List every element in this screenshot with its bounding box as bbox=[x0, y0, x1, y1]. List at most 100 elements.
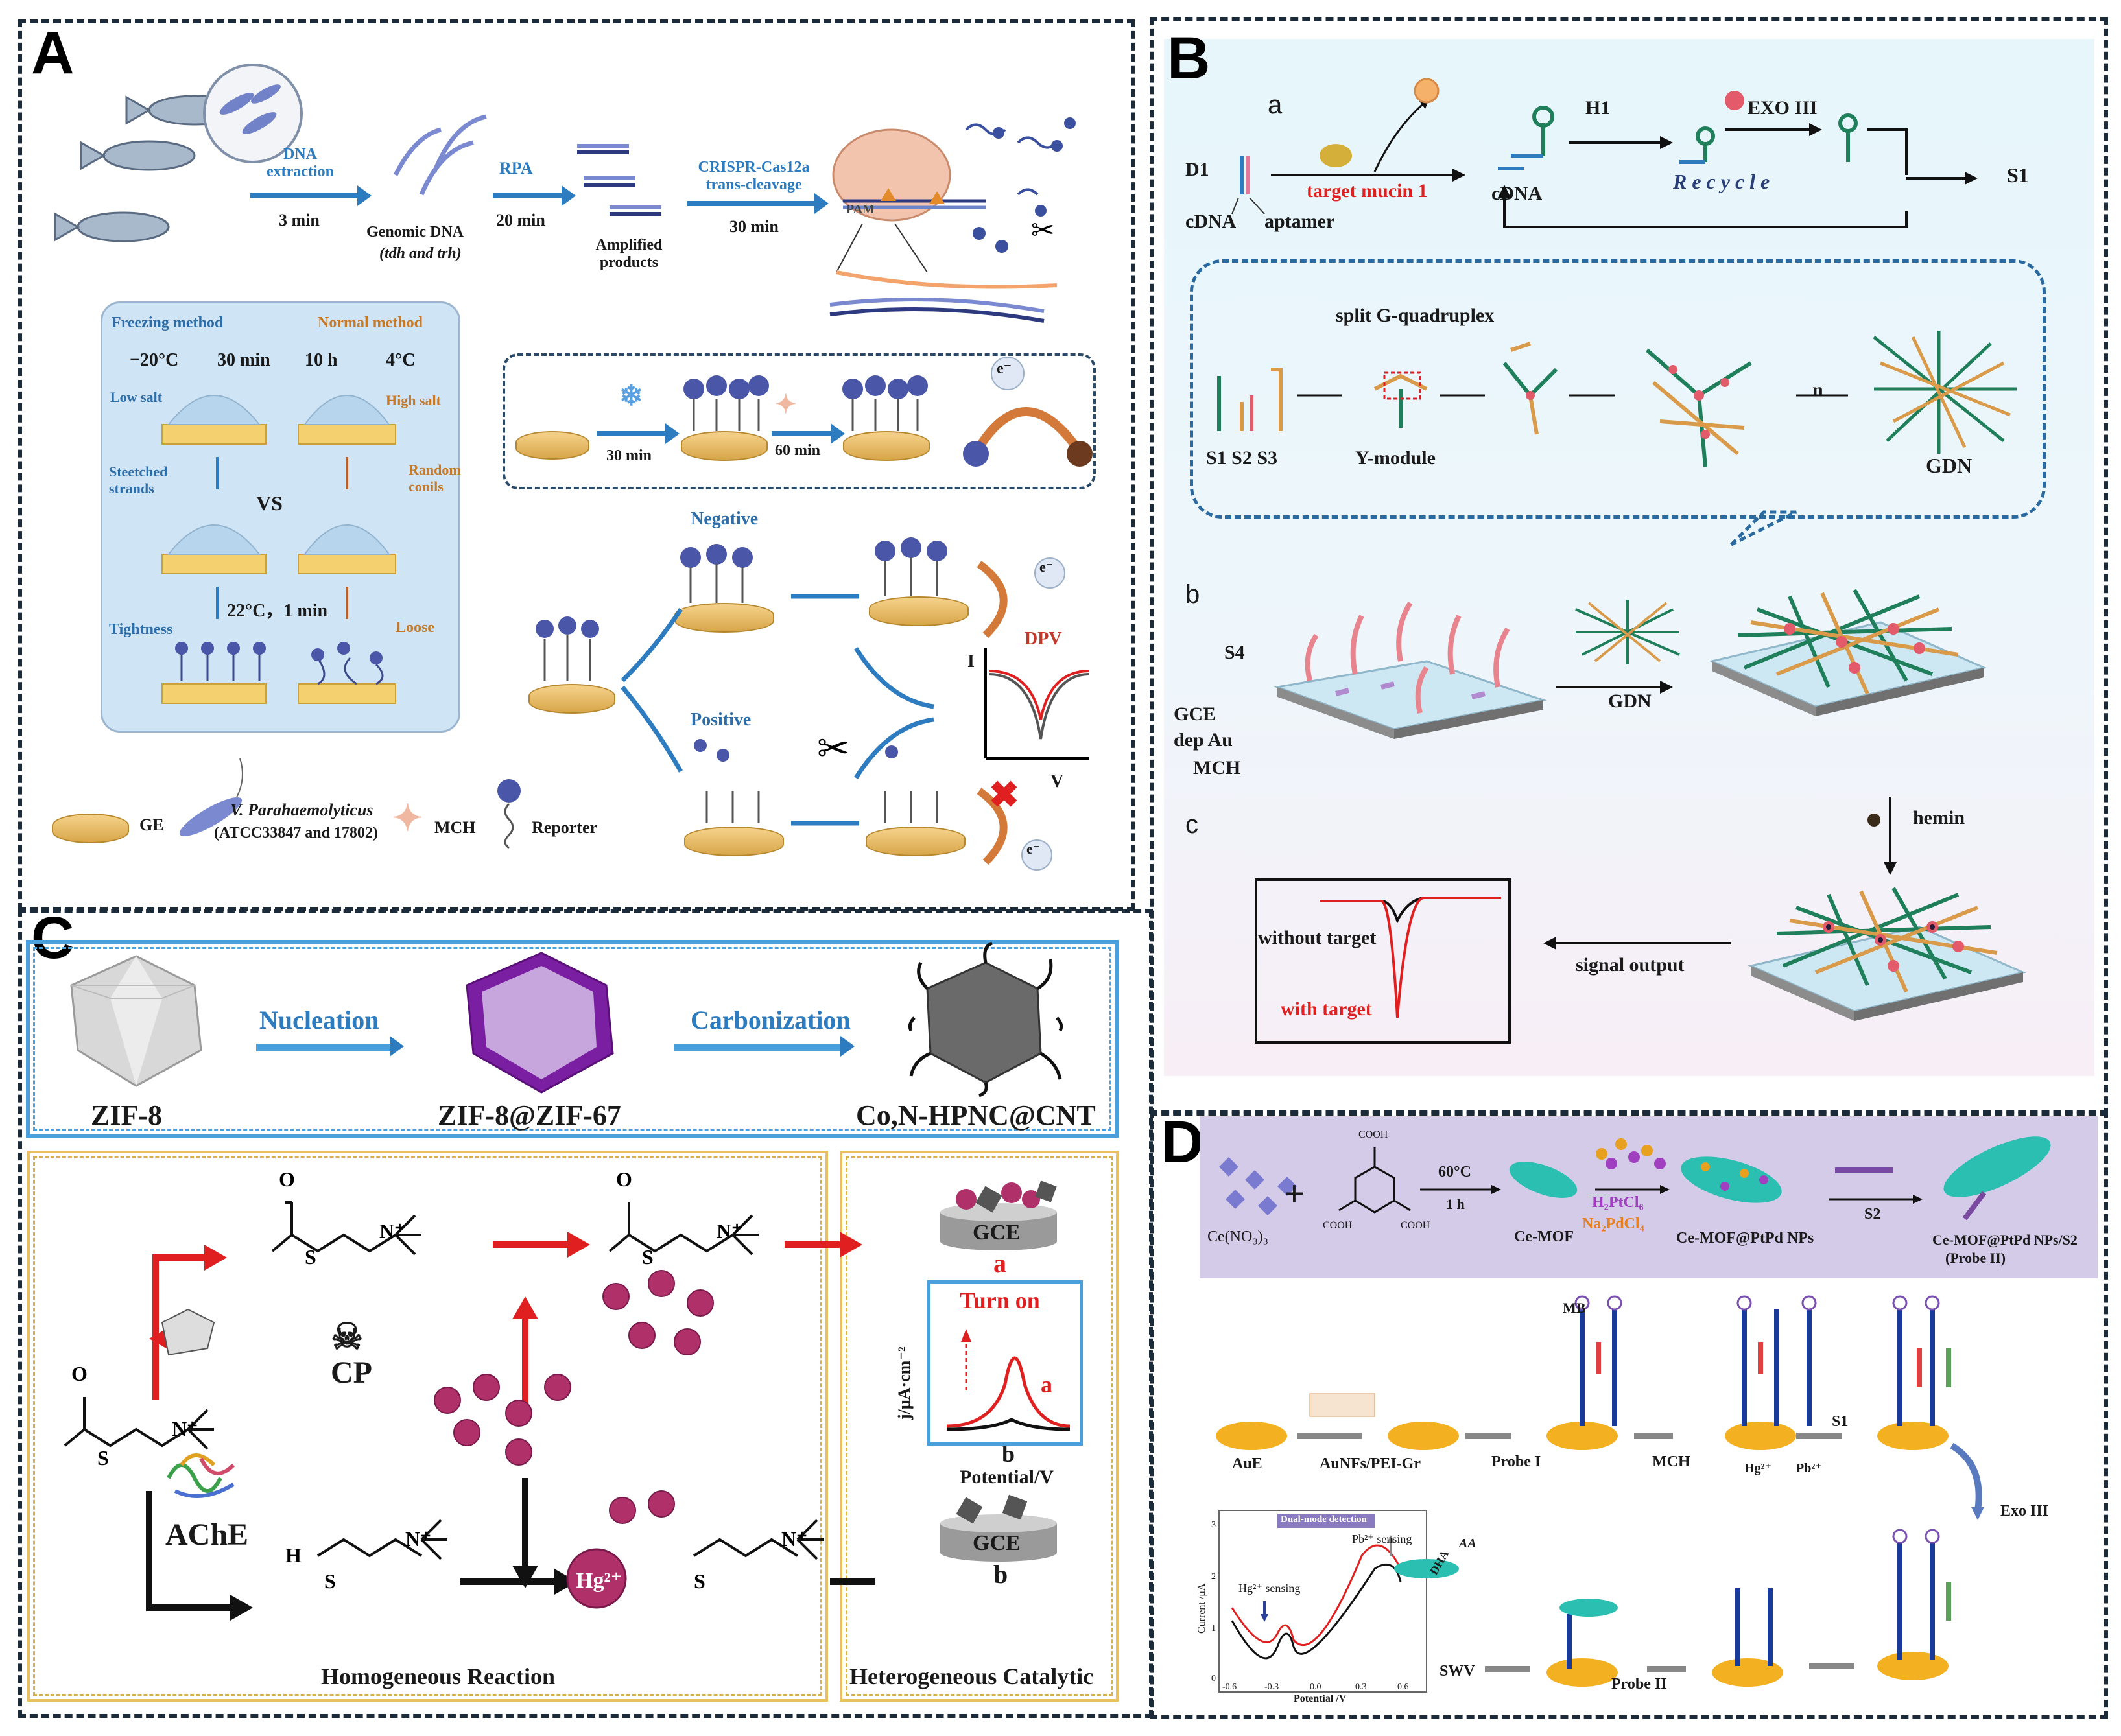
d-hg-sens: Hg²⁺ sensing bbox=[1238, 1582, 1301, 1595]
c-hg-big: Hg²⁺ bbox=[576, 1569, 622, 1593]
b-depau: dep Au bbox=[1174, 729, 1233, 751]
c-label-b: b bbox=[993, 1560, 1008, 1589]
a-axis-v: V bbox=[1050, 771, 1064, 792]
svg-text:S: S bbox=[642, 1245, 654, 1269]
a-neg-e-circle bbox=[1034, 557, 1065, 589]
b-ymodule: Y-module bbox=[1355, 447, 1436, 469]
b-h1: H1 bbox=[1585, 97, 1611, 119]
arrow-rpa bbox=[493, 185, 576, 206]
d-synthesis-graphics bbox=[1219, 1136, 2051, 1221]
svg-text:N⁺: N⁺ bbox=[405, 1527, 431, 1551]
c-heterogeneous-box bbox=[840, 1151, 1119, 1702]
a-time3: 30 min bbox=[729, 217, 779, 236]
c-zif8: ZIF-8 bbox=[91, 1099, 162, 1131]
a-det-electrode-pos2 bbox=[866, 827, 966, 856]
b-assembly-box bbox=[1190, 259, 2046, 519]
snowflake-icon: ❄ bbox=[619, 380, 643, 412]
b-s4: S4 bbox=[1224, 642, 1245, 663]
c-gce-a: GCE bbox=[973, 1221, 1021, 1245]
legend-bacteria-icon bbox=[179, 758, 243, 837]
a-pos-e: e⁻ bbox=[1026, 841, 1041, 857]
arrow-crispr bbox=[687, 193, 829, 214]
a-step2-label: RPA bbox=[499, 159, 533, 178]
a-step3-label: CRISPR-Cas12a trans-cleavage bbox=[698, 159, 810, 193]
legend-ge-icon bbox=[52, 814, 129, 843]
a-tightness: Tightness bbox=[109, 621, 173, 638]
d-s2: S2 bbox=[1864, 1206, 1881, 1223]
d-aa: AA bbox=[1459, 1536, 1476, 1551]
c-curve-b: b bbox=[1002, 1441, 1015, 1467]
b-hemin-arrow bbox=[1867, 797, 1897, 875]
c-reaction-scheme: OSN⁺OSN⁺OSN⁺HSN⁺SN⁺ bbox=[64, 1167, 875, 1621]
a-condition: 22°C，1 min bbox=[227, 601, 328, 621]
d-cemof: Ce-MOF bbox=[1514, 1228, 1574, 1245]
a-legend-reporter: Reporter bbox=[532, 818, 598, 837]
d-ptpd: Ce-MOF@PtPd NPs bbox=[1676, 1230, 1814, 1247]
amplified-products-illustration bbox=[577, 144, 661, 216]
a-genomic-label: Genomic DNA bbox=[366, 224, 464, 240]
a-normal-label: Normal method bbox=[318, 314, 423, 331]
a-high-salt: High salt bbox=[386, 392, 441, 408]
a-neg-e: e⁻ bbox=[1039, 559, 1054, 575]
b-gdn2: GDN bbox=[1608, 690, 1652, 712]
d-plus: + bbox=[1284, 1174, 1305, 1214]
svg-text:H: H bbox=[285, 1543, 302, 1567]
d-synthesis-band bbox=[1200, 1116, 2098, 1278]
b-hemin: hemin bbox=[1913, 807, 1965, 828]
d-cooh-right: COOH bbox=[1401, 1220, 1430, 1231]
a-legend-mch: MCH bbox=[434, 818, 476, 837]
arrow-dna-extraction bbox=[250, 185, 372, 206]
a-time1: 3 min bbox=[279, 211, 320, 229]
a-temp-normal: 4°C bbox=[386, 350, 416, 370]
a-fab-time2: 60 min bbox=[775, 442, 821, 459]
d-swv: SWV bbox=[1440, 1663, 1475, 1680]
c-heterogeneous: Heterogeneous Catalytic bbox=[849, 1663, 1094, 1689]
b-signal-chart-box bbox=[1255, 878, 1511, 1044]
a-methods-box bbox=[101, 301, 460, 733]
svg-text:S: S bbox=[97, 1446, 109, 1470]
svg-text:S: S bbox=[694, 1569, 705, 1593]
b-recycle-diagram bbox=[1498, 91, 1978, 228]
d-cooh-left: COOH bbox=[1323, 1220, 1353, 1231]
c-carbonization: Carbonization bbox=[691, 1005, 851, 1035]
a-fab-electrode-2 bbox=[681, 431, 768, 461]
c-homogeneous-box bbox=[27, 1151, 828, 1702]
b-gdn-small bbox=[1575, 600, 1680, 664]
d-xtick-4: 0.6 bbox=[1397, 1682, 1409, 1692]
a-legend-ge: GE bbox=[139, 815, 164, 834]
svg-text:S: S bbox=[305, 1245, 316, 1269]
c-turn-on-chart bbox=[946, 1329, 1071, 1431]
a-legend-vp-sub: (ATCC33847 and 17802) bbox=[214, 825, 378, 841]
b-s123: S1 S2 S3 bbox=[1206, 447, 1278, 469]
c-curve-a: a bbox=[1041, 1372, 1052, 1398]
b-signal: signal output bbox=[1576, 954, 1685, 976]
d-ce: Ce(NO₃)₃ bbox=[1207, 1228, 1269, 1245]
c-nucleation-arrow bbox=[256, 1036, 404, 1057]
b-cdna2: cDNA bbox=[1491, 183, 1543, 204]
a-pos-e-circle bbox=[1021, 839, 1052, 871]
c-cp: CP bbox=[331, 1355, 372, 1390]
d-ytick-1: 1 bbox=[1211, 1624, 1216, 1634]
b-gdn-assembly bbox=[1217, 331, 2017, 467]
a-genomic-sub: (tdh and trh) bbox=[379, 245, 462, 262]
a-random: Random conils bbox=[409, 462, 461, 495]
d-mb: MB bbox=[1563, 1300, 1586, 1316]
d-xtick-3: 0.3 bbox=[1355, 1682, 1367, 1692]
zif8-crystal bbox=[70, 955, 202, 1087]
a-time-normal: 10 h bbox=[305, 350, 338, 370]
d-xtick-0: -0.6 bbox=[1222, 1682, 1237, 1692]
legend-mch-icon: ✦ bbox=[392, 799, 423, 839]
panel-b-label: B bbox=[1167, 25, 1211, 91]
d-ylabel: Current /μA bbox=[1196, 1583, 1207, 1634]
a-low-salt: Low salt bbox=[110, 389, 163, 405]
a-det-electrode-pos1 bbox=[684, 827, 784, 856]
b-target-arrow bbox=[1271, 78, 1465, 182]
panel-b bbox=[1150, 17, 2108, 1116]
b-aptamer: aptamer bbox=[1264, 211, 1335, 232]
a-fab-reporters bbox=[683, 375, 928, 431]
genomic-dna-illustration bbox=[393, 114, 487, 196]
d-pb: Pb²⁺ bbox=[1796, 1461, 1822, 1475]
svg-text:✖: ✖ bbox=[989, 775, 1019, 815]
d-sensor-flow bbox=[1216, 1295, 1984, 1693]
c-gce-a-electrode bbox=[940, 1180, 1057, 1250]
